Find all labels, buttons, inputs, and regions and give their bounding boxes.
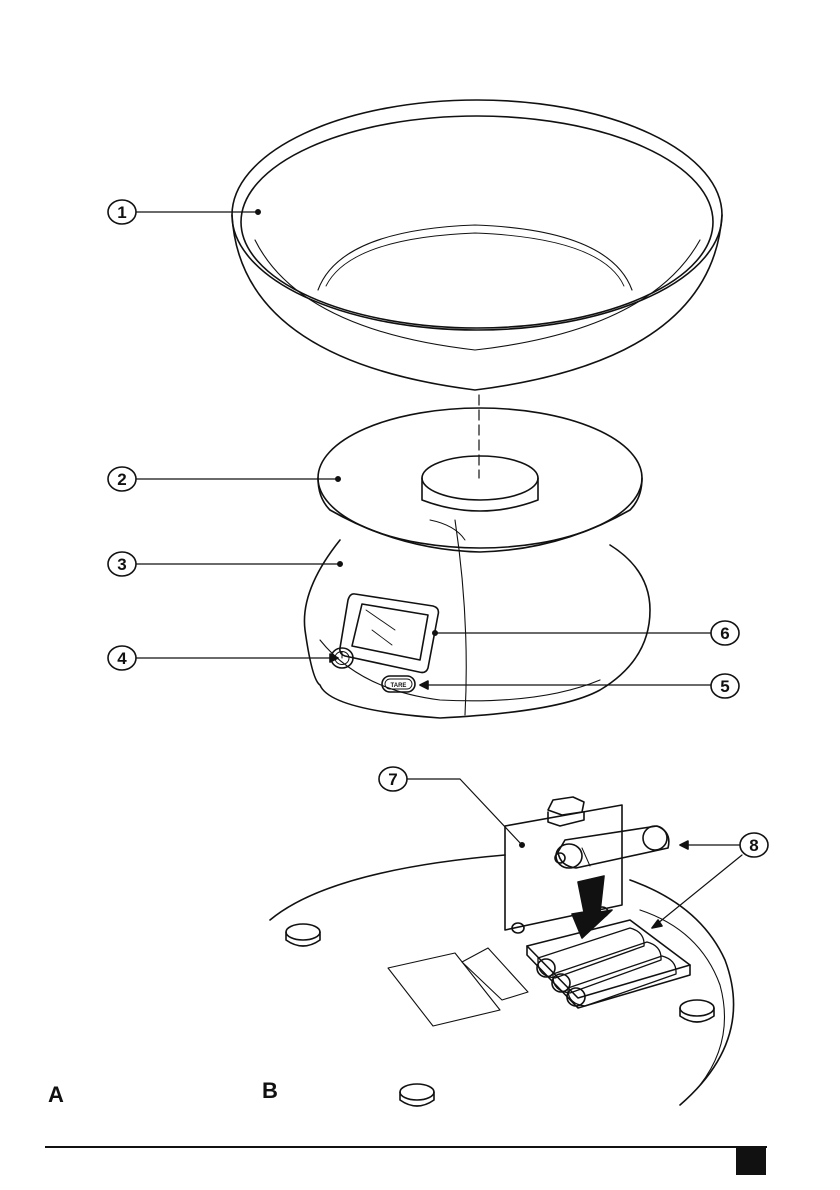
- callout-5-label: 5: [720, 677, 729, 696]
- scale-underside: [270, 855, 734, 1105]
- battery-installed-1: [537, 928, 644, 978]
- page-tab-marker: [736, 1147, 766, 1175]
- leader-line-8b: [652, 855, 742, 928]
- battery-loose: [555, 826, 669, 868]
- leader-dot-6: [433, 631, 437, 635]
- battery-compartment: [527, 920, 690, 1008]
- callout-8: 8: [740, 833, 768, 857]
- callout-8-label: 8: [749, 836, 758, 855]
- underside-label-large: [388, 953, 500, 1026]
- leader-arrow-4: [330, 654, 338, 662]
- callout-1-label: 1: [117, 203, 126, 222]
- callout-6: 6: [711, 621, 739, 645]
- callout-2: 2: [108, 467, 136, 491]
- scale-base: [304, 520, 650, 718]
- callout-2-label: 2: [117, 470, 126, 489]
- leader-dot-3: [338, 562, 342, 566]
- rubber-foot-right: [680, 1000, 714, 1022]
- tare-button-label: TARE: [391, 683, 407, 689]
- footer-rule: [45, 1146, 767, 1148]
- section-label-a: A: [48, 1084, 64, 1106]
- callout-3-label: 3: [117, 555, 126, 574]
- lcd-display: [340, 594, 439, 673]
- callout-7: 7: [379, 767, 407, 791]
- rubber-foot-left: [286, 924, 320, 946]
- callout-1: 1: [108, 200, 136, 224]
- leader-dot-7: [520, 843, 524, 847]
- callout-3: 3: [108, 552, 136, 576]
- callout-4: 4: [108, 646, 136, 670]
- callout-4-label: 4: [117, 649, 127, 668]
- rubber-foot-bottom: [400, 1084, 434, 1106]
- weighing-platform: [318, 408, 642, 552]
- insert-arrow-icon: [572, 876, 612, 938]
- callout-5: 5: [711, 674, 739, 698]
- leader-dot-1: [256, 210, 260, 214]
- mixing-bowl: [232, 100, 722, 390]
- section-label-b: B: [262, 1080, 278, 1102]
- leader-arrow-5: [420, 681, 428, 689]
- callout-6-label: 6: [720, 624, 729, 643]
- leader-arrow-8a: [680, 841, 688, 849]
- callout-7-label: 7: [388, 770, 397, 789]
- leader-dot-2: [336, 477, 340, 481]
